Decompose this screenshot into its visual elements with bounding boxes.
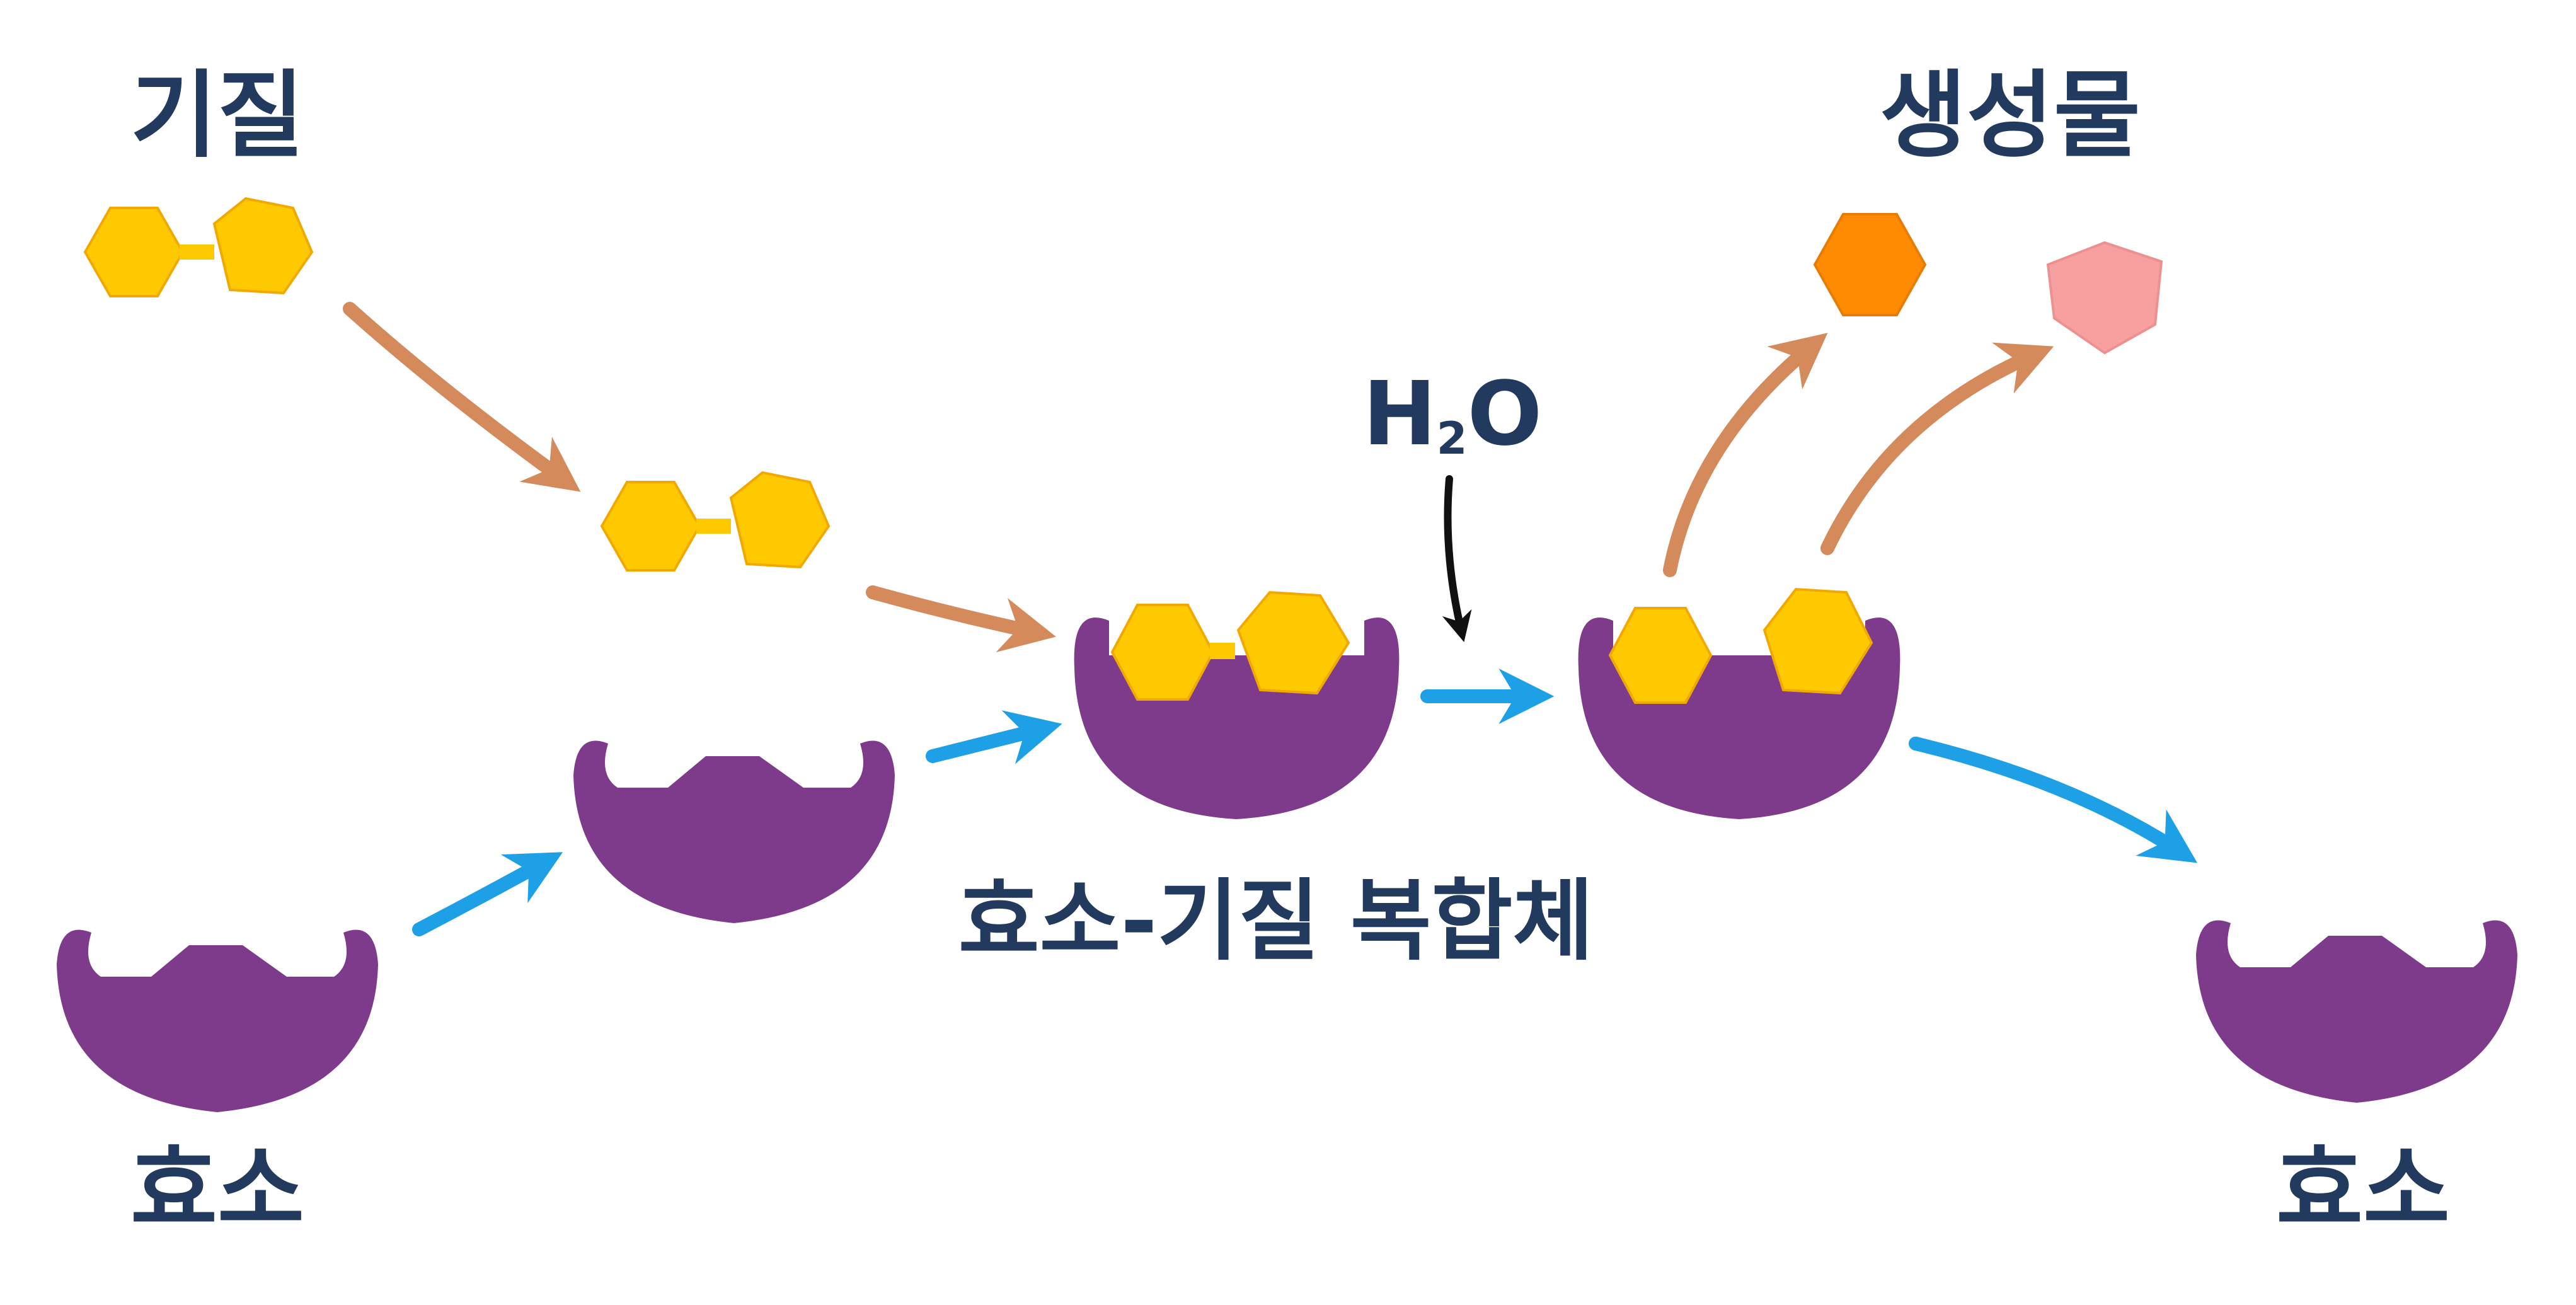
arrow-product-pentagon-release [1820,342,2054,555]
water-label-o: O [1467,363,1542,466]
water-label-h: H [1363,363,1437,466]
enzyme-approaching [573,740,895,923]
water-label: H2O [1363,363,1543,466]
enzyme-label-left: 효소 [130,1135,304,1245]
substrate-molecule-initial [84,197,313,297]
arrow-enzyme-to-approach [412,852,563,936]
water-label-subscript: 2 [1437,413,1468,464]
arrow-product-hexagon-release [1663,333,1828,577]
arrow-enzyme-to-complex [926,710,1062,764]
arrow-water-input [1442,475,1472,643]
substrate-molecule-approaching [601,471,830,572]
enzyme-free-left [57,929,378,1112]
enzyme-substrate-complex [1074,590,1400,819]
arrow-substrate-to-approach [343,302,581,492]
arrow-enzyme-release [1909,737,2198,863]
enzyme-substrate-complex-label: 효소-기질 복합체 [958,870,1594,973]
enzyme-free-right [2196,920,2517,1103]
product-pentagon-icon [2046,241,2163,355]
product-hexagon-icon [1813,213,1927,316]
arrow-substrate-to-complex [866,585,1056,653]
enzyme-products-complex [1578,587,1900,819]
substrate-label: 기질 [130,61,304,171]
enzyme-label-right: 효소 [2276,1135,2450,1245]
products-label: 생성물 [1880,61,2141,171]
